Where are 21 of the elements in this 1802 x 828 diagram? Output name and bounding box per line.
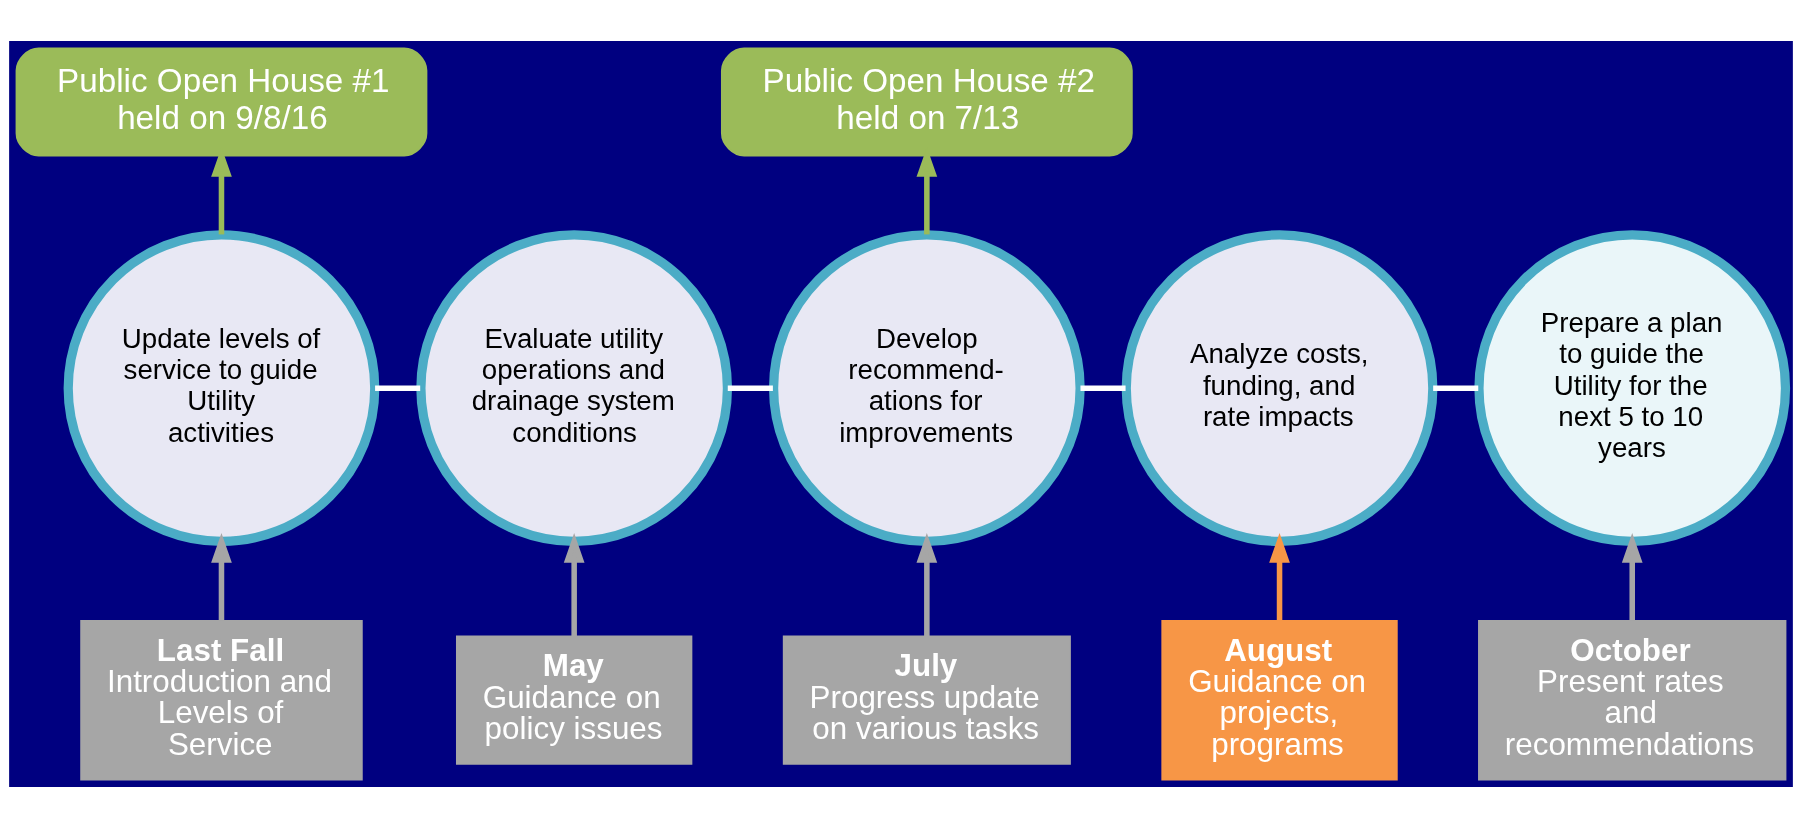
node-box: August Guidance on projects, programs (1161, 619, 1398, 781)
node-box: July Progress update on various tasks (782, 635, 1071, 765)
node-box: Public Open House #2 held on 7/13 (720, 47, 1133, 157)
node-box: May Guidance on policy issues (456, 635, 693, 765)
arrow (211, 533, 232, 621)
connector (1433, 385, 1479, 391)
arrow (563, 533, 585, 637)
connector (375, 385, 421, 391)
arrow (1269, 533, 1290, 621)
node-box: Public Open House #1 held on 9/8/16 (15, 47, 428, 157)
node-circle: Prepare a plan to guide the Utility for the next 5 to 10 years (1474, 230, 1791, 547)
node-box: October Present rates and recommendations (1478, 619, 1787, 781)
node-circle: Develop recommend- ations for improvements (768, 230, 1085, 547)
connector (727, 385, 773, 391)
node-circle: Update levels of service to guide Utility activities (63, 230, 380, 547)
arrow (1621, 533, 1643, 621)
node-circle: Evaluate utility operations and drainage system conditions (416, 230, 733, 547)
arrow (916, 533, 938, 637)
connector (1080, 385, 1126, 391)
node-circle: Analyze costs, funding, and rate impacts (1121, 230, 1438, 547)
node-box: Last Fall Introduction and Levels of Service (80, 619, 363, 781)
